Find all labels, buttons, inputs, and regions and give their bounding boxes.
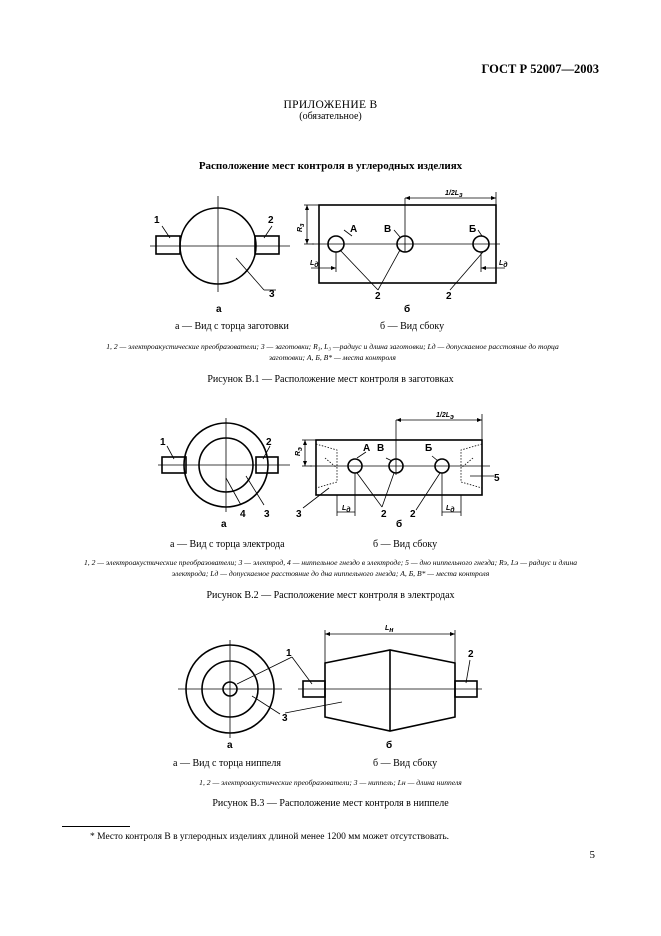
figure-2-drawing: 1 2 4 3 а A B Б 3 2 2 5 б Rэ 1/2Lэ Lд Lд — [158, 412, 500, 530]
footnote-rule — [62, 826, 130, 827]
svg-text:Rэ: Rэ — [295, 447, 304, 456]
fig1-label-3: 3 — [269, 289, 275, 300]
fig2-label-4: 4 — [240, 509, 246, 520]
appendix-title: ПРИЛОЖЕНИЕ В — [283, 99, 378, 111]
fig1-label-1: 1 — [154, 215, 160, 226]
document-number: ГОСТ Р 52007—2003 — [481, 62, 599, 76]
fig3-dim-Ln: Lн — [385, 625, 394, 634]
fig2-label-2: 2 — [266, 437, 272, 448]
fig3-label-2: 2 — [468, 649, 474, 660]
fig1-view-b-letter: б — [404, 303, 410, 315]
fig3-title: Рисунок В.3 — Расположение мест контроля… — [212, 798, 449, 809]
transducer-1-rect — [155, 235, 181, 255]
fig1-dim-half-L: 1/2Lз — [445, 190, 463, 199]
fig1-legend: 1, 2 — электроакустические преобразовате… — [106, 342, 559, 362]
fig1-caption-b: б — Вид сбоку — [380, 321, 445, 332]
fig1-view-a-letter: а — [216, 304, 222, 315]
fig2-label-B: Б — [425, 443, 432, 454]
fig3-legend: 1, 2 — электроакустические преобразовате… — [199, 778, 462, 787]
fig1-label-A: A — [350, 224, 357, 235]
fig1-dim-Ld-right: Lд — [499, 260, 508, 269]
appendix-subtitle: (обязательное) — [299, 111, 362, 122]
fig2-label-5: 5 — [494, 473, 500, 484]
fig2-legend: 1, 2 — электроакустические преобразовате… — [83, 558, 578, 578]
fig3-label-3: 3 — [282, 713, 288, 724]
fig1-label-V: B — [384, 224, 391, 235]
svg-text:Rз: Rз — [297, 223, 306, 232]
fig3-caption-a: а — Вид с торца ниппеля — [173, 758, 281, 769]
footnote: * Место контроля В в углеродных изделиях… — [90, 832, 450, 842]
electrode-side-rect — [315, 439, 483, 496]
fig2-label-1: 1 — [160, 437, 166, 448]
fig2-label-2c: 2 — [410, 509, 416, 520]
fig2-dim-Ld-right: Lд — [446, 505, 455, 514]
fig3-view-a-letter: а — [227, 740, 233, 751]
fig1-label-2: 2 — [268, 215, 274, 226]
fig1-caption-a: а — Вид с торца заготовки — [175, 321, 289, 332]
fig1-label-2c: 2 — [446, 291, 452, 302]
fig2-view-a-letter: а — [221, 519, 227, 530]
fig1-dim-R: Rз — [297, 223, 306, 232]
fig2-label-3b: 3 — [296, 509, 302, 520]
figure-1-drawing: 1 2 3 а A B Б 2 2 б Rз 1/2Lз Lд Lд — [150, 190, 508, 315]
fig2-view-b-letter: б — [396, 518, 402, 530]
fig2-caption-b: б — Вид сбоку — [373, 539, 438, 550]
fig2-title: Рисунок В.2 — Расположение мест контроля… — [206, 590, 455, 601]
fig2-label-V: B — [377, 443, 384, 454]
fig3-caption-b: б — Вид сбоку — [373, 758, 438, 769]
fig3-view-b-letter: б — [386, 739, 392, 751]
page-number: 5 — [589, 849, 596, 861]
fig2-dim-Ld-left: Lд — [342, 505, 351, 514]
fig1-dim-Ld-left: Lд — [310, 260, 319, 269]
fig2-dim-half-L: 1/2Lэ — [436, 412, 454, 421]
fig1-label-B: Б — [469, 224, 476, 235]
fig2-dim-R: Rэ — [295, 447, 304, 456]
fig2-caption-a: а — Вид с торца электрода — [170, 539, 285, 550]
figure-3-drawing: 1 2 3 а б Lн — [178, 625, 482, 751]
fig2-label-3: 3 — [264, 509, 270, 520]
fig1-title: Рисунок В.1 — Расположение мест контроля… — [207, 374, 454, 385]
transducer-2-rect — [254, 235, 280, 255]
fig2-label-2b: 2 — [381, 509, 387, 520]
fig1-label-2b: 2 — [375, 291, 381, 302]
section-title: Расположение мест контроля в углеродных … — [198, 160, 463, 172]
fig2-label-A: A — [363, 443, 370, 454]
fig3-label-1: 1 — [286, 648, 292, 659]
